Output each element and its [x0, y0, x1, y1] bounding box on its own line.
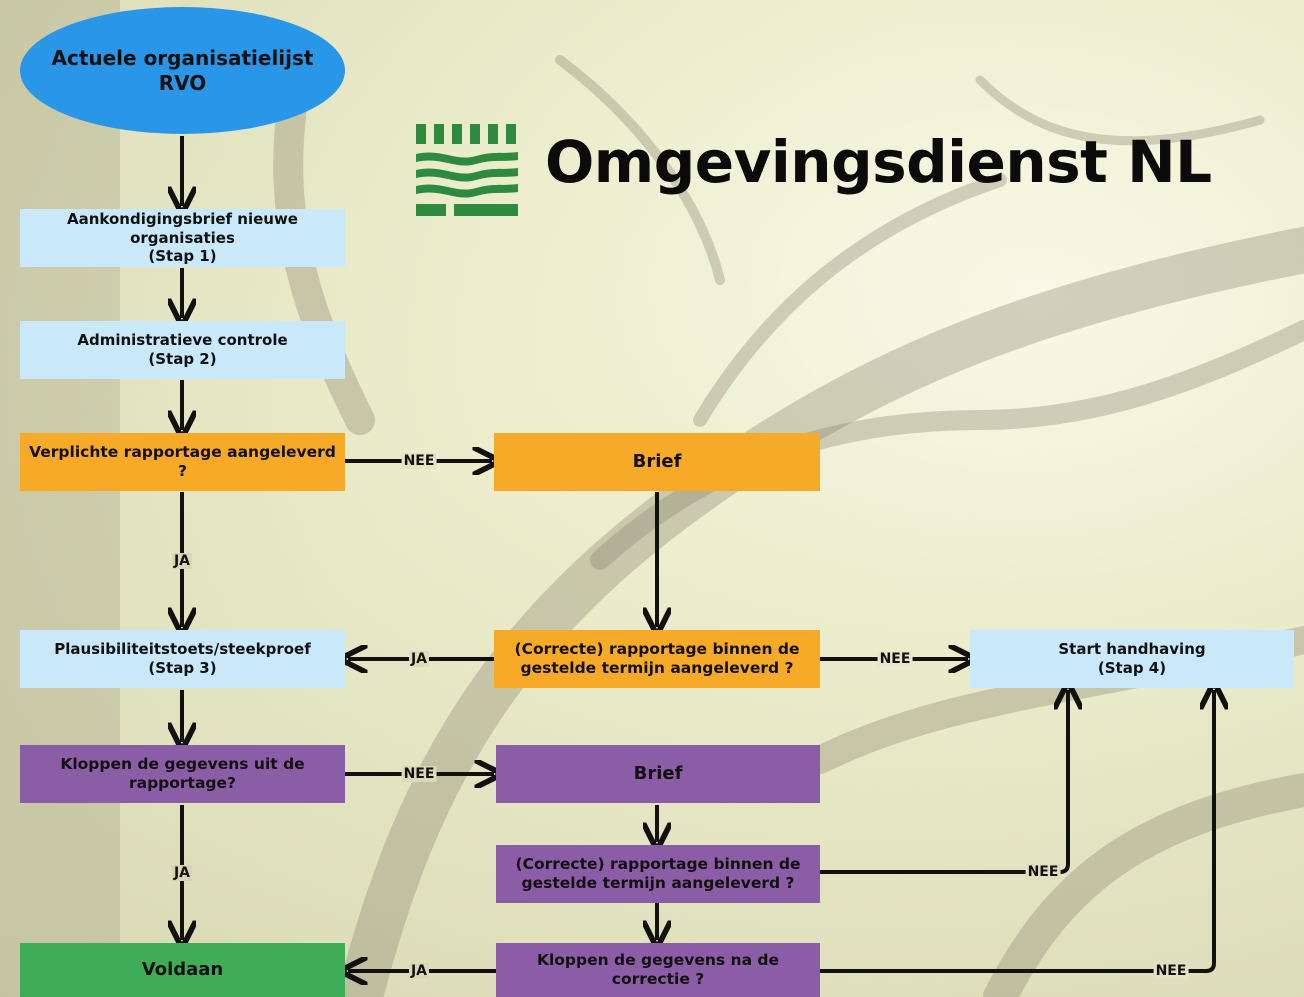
node-letter-2: Brief	[496, 745, 820, 803]
edge-label-q-data-no: NEE	[401, 766, 437, 782]
edge-label-q-data-yes: JA	[171, 865, 193, 881]
edge-label-q-reported-no: NEE	[401, 453, 437, 469]
node-step2-administrative-check: Administratieve controle (Stap 2)	[20, 321, 345, 379]
edge-label-q-time2-no: NEE	[1025, 864, 1061, 880]
node-start-organisation-list: Actuele organisatielijst RVO	[20, 7, 345, 134]
node-question-correct-report-in-time-1: (Correcte) rapportage binnen de gestelde…	[494, 630, 820, 688]
node-step1-announcement-letter: Aankondigingsbrief nieuwe organisaties (…	[20, 209, 345, 267]
node-letter-1: Brief	[494, 433, 820, 491]
omgevingsdienst-logo-icon	[416, 124, 518, 216]
node-step3-plausibility-check: Plausibiliteitstoets/steekproef (Stap 3)	[20, 630, 345, 688]
edge-label-q-time1-no: NEE	[877, 651, 913, 667]
node-question-correct-report-in-time-2: (Correcte) rapportage binnen de gestelde…	[496, 845, 820, 903]
edge-label-q-time1-yes: JA	[408, 651, 430, 667]
edge-q-time2-step4	[820, 690, 1068, 874]
edge-q-after-step4	[820, 690, 1214, 973]
edge-label-q-after-no: NEE	[1153, 963, 1189, 979]
brand-name: Omgevingsdienst NL	[545, 128, 1212, 196]
edge-label-q-after-yes: JA	[408, 963, 430, 979]
node-question-report-delivered: Verplichte rapportage aangeleverd ?	[20, 433, 345, 491]
node-question-data-after-correction: Kloppen de gegevens na de correctie ?	[496, 943, 820, 997]
node-pass: Voldaan	[20, 943, 345, 997]
node-step4-start-enforcement: Start handhaving (Stap 4)	[970, 630, 1294, 688]
edge-label-q-reported-yes: JA	[171, 553, 193, 569]
node-question-data-correct: Kloppen de gegevens uit de rapportage?	[20, 745, 345, 803]
